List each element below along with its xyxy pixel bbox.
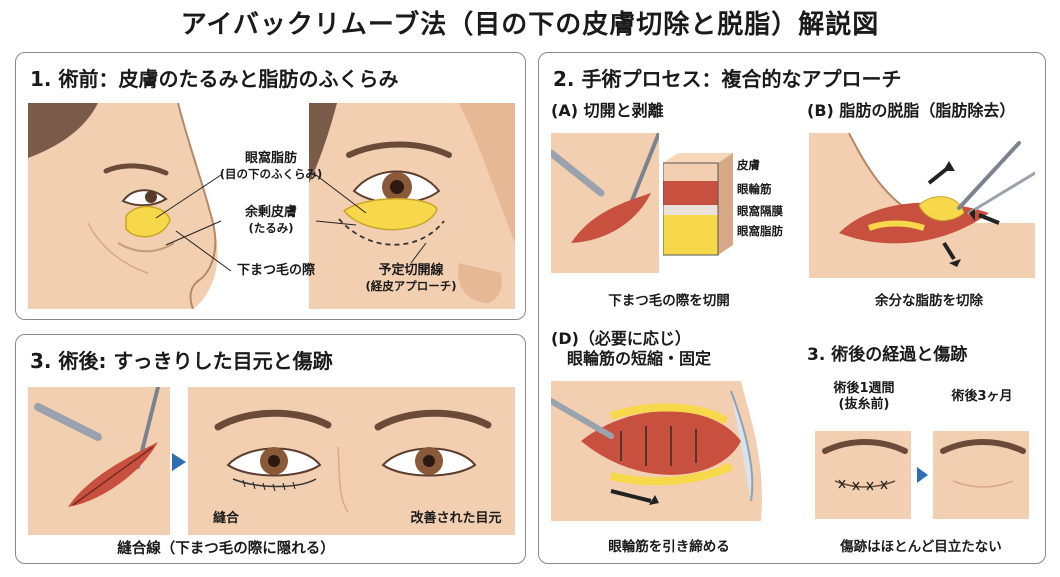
label-excess-skin-text: 余剰皮膚	[244, 205, 297, 220]
step-3-caption: 傷跡はほとんど目立たない	[840, 539, 1002, 555]
step-3-title: 3. 術後の経過と傷跡	[807, 345, 968, 365]
label-orbital-fat: 眼窩脂肪 (目の下のふくらみ)	[216, 151, 326, 182]
step-d-illustration	[551, 381, 783, 521]
label-excess-skin-note: (たるみ)	[248, 221, 294, 236]
step-a-illustration	[551, 133, 659, 273]
panel-preop: 1. 術前：皮膚のたるみと脂肪のふくらみ	[15, 52, 526, 320]
label-1-week-text: 術後1週間	[833, 381, 895, 396]
tissue-layers-block	[663, 153, 733, 263]
panel-process-heading: 2. 手術プロセス：複合的なアプローチ	[553, 67, 902, 91]
layer-label-septum: 眼窩隔膜	[737, 204, 783, 218]
panel3-caption: 縫合線（下まつ毛の際に隠れる）	[117, 541, 335, 557]
step-d-caption: 眼輪筋を引き締める	[608, 539, 730, 555]
layer-label-skin: 皮膚	[737, 158, 760, 172]
step-b-title: (B) 脂肪の脱脂（脂肪除去）	[807, 101, 1016, 120]
label-excess-skin: 余剰皮膚 (たるみ)	[216, 205, 326, 236]
panel-postop-heading: 3. 術後: すっきりした目元と傷跡	[30, 349, 333, 373]
panel-process: 2. 手術プロセス：複合的なアプローチ (A) 切開と剥離 皮膚 眼輪筋 眼窩隔…	[538, 52, 1046, 564]
arrow-right-icon	[172, 453, 186, 471]
layer-label-muscle: 眼輪筋	[737, 182, 772, 196]
front-eye-illustration	[309, 103, 515, 309]
step-b-caption: 余分な脂肪を切除	[875, 293, 983, 309]
label-incision-line: 予定切開線 (経皮アプローチ)	[336, 263, 486, 294]
three-month-eye-illustration	[933, 431, 1029, 519]
step-a-caption: 下まつ毛の際を切開	[608, 293, 730, 309]
label-3-months: 術後3ヶ月	[951, 389, 1013, 404]
panel-preop-heading: 1. 術前：皮膚のたるみと脂肪のふくらみ	[30, 67, 399, 91]
step-b-illustration	[809, 133, 1035, 278]
label-lash-line: 下まつ毛の際	[236, 263, 315, 278]
step-d-title-line2: 眼輪筋の短縮・固定	[567, 349, 712, 368]
panel-postop: 3. 術後: すっきりした目元と傷跡	[15, 334, 526, 564]
side-profile-illustration	[28, 103, 243, 309]
label-orbital-fat-note: (目の下のふくらみ)	[219, 167, 323, 182]
label-improved-eye: 改善された目元	[410, 511, 502, 526]
label-incision-line-note: (経皮アプローチ)	[365, 279, 457, 294]
step-d-title: (D)（必要に応じ） 眼輪筋の短縮・固定	[551, 329, 711, 369]
arrow-right-icon	[917, 467, 928, 483]
suture-closeup-illustration	[28, 387, 170, 535]
layer-label-fat: 眼窩脂肪	[737, 224, 783, 238]
label-incision-line-text: 予定切開線	[378, 263, 444, 278]
step-a-title: (A) 切開と剥離	[551, 101, 664, 120]
label-suture: 縫合	[212, 511, 239, 526]
postop-face-illustration	[188, 387, 515, 535]
step-d-title-line1: (D)（必要に応じ）	[551, 329, 691, 348]
label-orbital-fat-text: 眼窩脂肪	[244, 151, 297, 166]
label-1-week: 術後1週間 (抜糸前)	[809, 381, 919, 414]
page-title: アイバックリムーブ法（目の下の皮膚切除と脱脂）解説図	[180, 10, 880, 40]
one-week-eye-illustration	[815, 431, 911, 519]
label-1-week-note: (抜糸前)	[838, 397, 890, 413]
